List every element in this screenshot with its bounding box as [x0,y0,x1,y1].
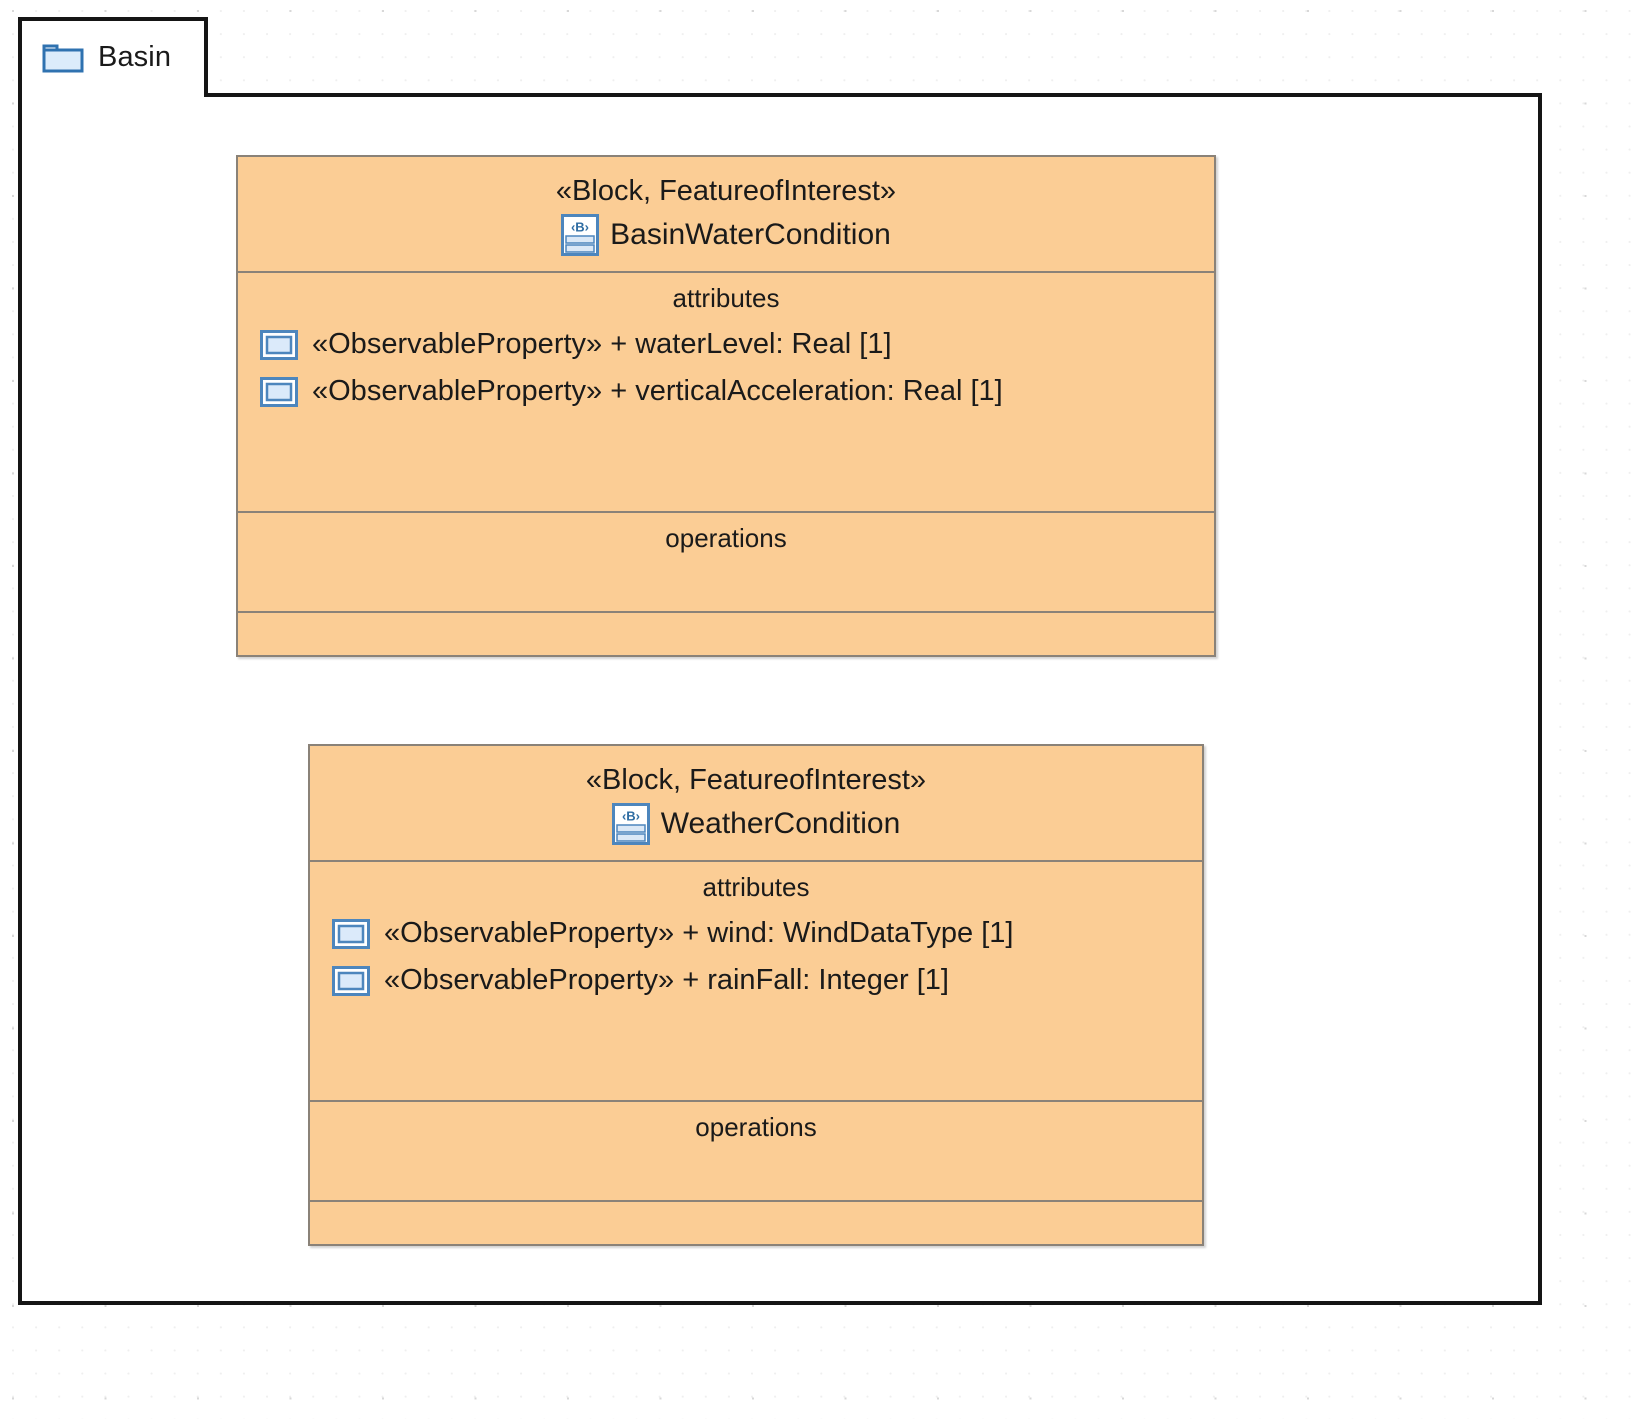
package-name-label: Basin [98,40,172,73]
attributes-compartment: attributes «ObservableProperty» + wind: … [310,862,1202,1102]
block-name-label: WeatherCondition [660,807,901,841]
block-name-row: ‹B› WeatherCondition [310,803,1202,846]
folder-icon [42,41,84,74]
package-tab[interactable]: Basin [18,17,208,93]
sysml-block-icon: ‹B› [561,214,600,257]
attribute-text: «ObservableProperty» + waterLevel: Real … [312,328,892,360]
attribute-row[interactable]: «ObservableProperty» + waterLevel: Real … [238,328,1214,361]
block-weather-condition[interactable]: «Block, FeatureofInterest» ‹B› WeatherCo… [308,744,1204,1246]
attributes-title: attributes [672,283,780,313]
operations-compartment: operations [238,513,1214,613]
attribute-row[interactable]: «ObservableProperty» + verticalAccelerat… [238,375,1214,408]
block-stereotype: «Block, FeatureofInterest» [585,764,927,796]
extra-compartment [238,613,1214,655]
svg-text:‹B›: ‹B› [622,809,640,824]
operations-title: operations [695,1112,817,1142]
operations-title: operations [665,523,787,553]
block-stereotype: «Block, FeatureofInterest» [555,175,897,207]
block-header: «Block, FeatureofInterest» ‹B› WeatherCo… [310,746,1202,862]
attribute-text: «ObservableProperty» + verticalAccelerat… [312,375,1003,407]
block-header: «Block, FeatureofInterest» ‹B› BasinWate… [238,157,1214,273]
attributes-compartment: attributes «ObservableProperty» + waterL… [238,273,1214,513]
package-tab-mask [22,89,204,97]
operations-compartment: operations [310,1102,1202,1202]
attribute-row[interactable]: «ObservableProperty» + wind: WindDataTyp… [310,917,1202,950]
attribute-text: «ObservableProperty» + rainFall: Integer… [384,964,949,996]
svg-text:‹B›: ‹B› [571,220,589,235]
sysml-block-icon: ‹B› [611,803,650,846]
attribute-row[interactable]: «ObservableProperty» + rainFall: Integer… [310,964,1202,997]
property-icon [260,329,298,360]
block-name-row: ‹B› BasinWaterCondition [238,214,1214,257]
property-icon [260,376,298,407]
attributes-title: attributes [702,872,810,902]
extra-compartment [310,1202,1202,1244]
property-icon [332,918,370,949]
property-icon [332,965,370,996]
attribute-text: «ObservableProperty» + wind: WindDataTyp… [384,917,1014,949]
block-name-label: BasinWaterCondition [610,218,891,252]
block-basin-water-condition[interactable]: «Block, FeatureofInterest» ‹B› BasinWate… [236,155,1216,657]
